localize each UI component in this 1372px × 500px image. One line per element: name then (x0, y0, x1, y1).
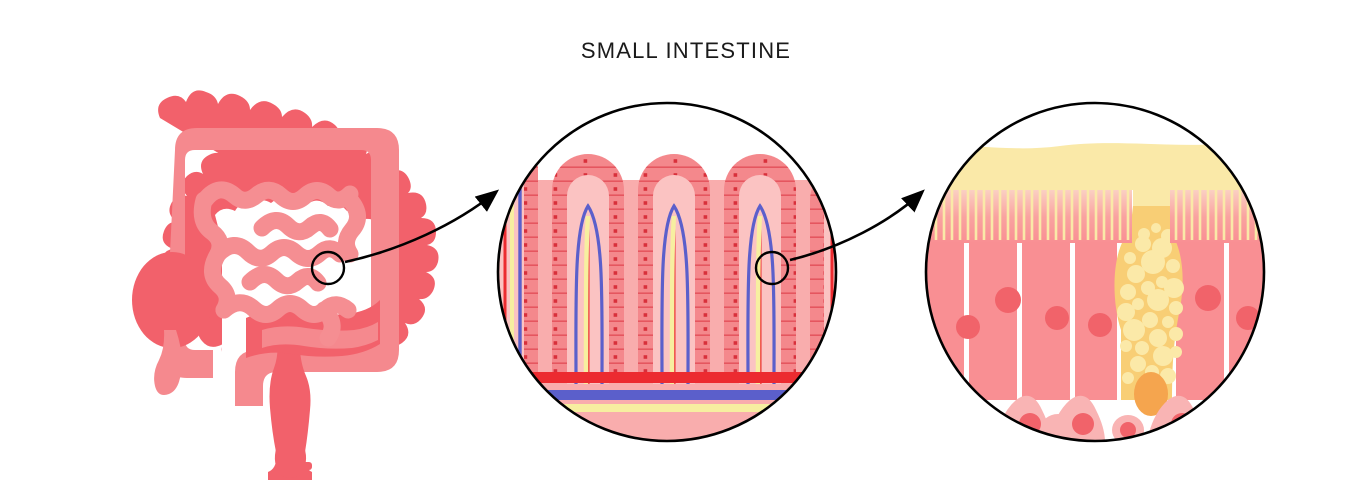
enterocyte-nuclei (956, 285, 1260, 339)
zoom-arrow-1 (344, 189, 500, 264)
lacteal-band (498, 404, 836, 412)
mucus-layer (926, 140, 1264, 190)
page-title: SMALL INTESTINE (580, 38, 792, 63)
zoom-arrow-2 (789, 189, 925, 262)
cell-circle (924, 101, 1266, 443)
small-intestine-coils (193, 181, 366, 347)
goblet-cell (1114, 150, 1184, 416)
callout-marker-intestine[interactable] (310, 250, 346, 286)
microvilli-brush-border (926, 185, 1264, 243)
basal-crypt-cells (926, 395, 1264, 441)
cecum-and-appendix (132, 252, 212, 395)
callout-marker-villi[interactable] (754, 250, 790, 286)
artery-band (498, 372, 836, 383)
goblet-cell-nucleus (1134, 372, 1168, 416)
villus-3 (724, 154, 796, 385)
cell-circle-outline (924, 101, 1266, 443)
villi-circle (496, 101, 838, 443)
villi-circle-outline (496, 101, 838, 443)
villus-partial-left (498, 136, 538, 382)
vein-band (498, 390, 836, 400)
intestine-diagram (132, 90, 439, 480)
submucosa-base (498, 412, 836, 441)
villus-2 (638, 154, 710, 385)
villus-1 (552, 154, 624, 385)
